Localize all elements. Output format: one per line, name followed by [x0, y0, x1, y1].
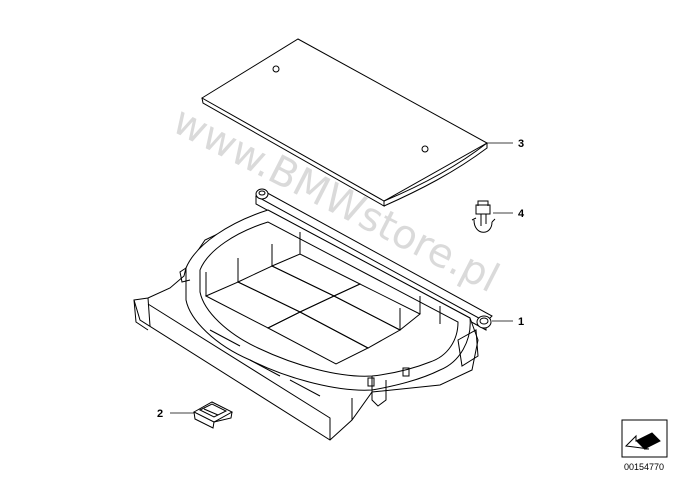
leader-lines	[170, 142, 513, 414]
callout-2: 2	[157, 408, 163, 420]
hook[interactable]	[471, 200, 496, 233]
cover-panel[interactable]	[201, 38, 489, 207]
clip[interactable]	[192, 401, 234, 429]
arrow-symbol-icon	[621, 419, 668, 458]
storage-tray[interactable]	[133, 188, 493, 441]
callout-4: 4	[518, 208, 525, 220]
diagram-number: 00154770	[624, 462, 664, 472]
callout-3: 3	[518, 138, 524, 150]
callout-1: 1	[518, 316, 524, 328]
